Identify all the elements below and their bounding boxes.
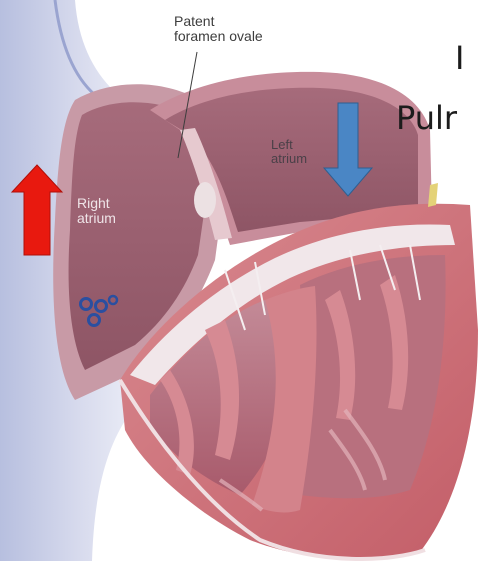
right-atrium-line1: Right [77,196,116,211]
left-atrium-label: Left atrium [271,138,307,166]
left-atrium-line1: Left [271,138,307,152]
slide-text-line1: I [455,40,464,76]
foramen-opening [194,182,216,218]
patent-foramen-ovale-line2: foramen ovale [174,29,263,44]
patent-foramen-ovale-label: Patent foramen ovale [174,14,263,44]
slide-text-line2: Pulr [396,100,457,136]
right-atrium-label: Right atrium [77,196,116,226]
patent-foramen-ovale-line1: Patent [174,14,263,29]
right-atrium-line2: atrium [77,211,116,226]
left-atrium-line2: atrium [271,152,307,166]
